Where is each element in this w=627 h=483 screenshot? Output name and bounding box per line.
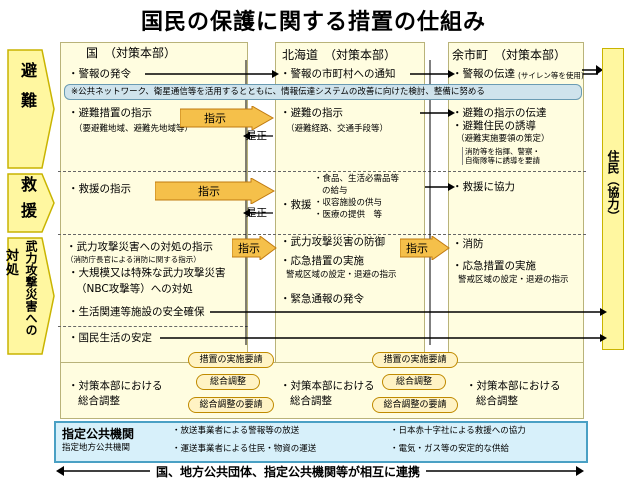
taisho-category-label: 武力攻撃災害への bbox=[24, 240, 38, 336]
kuni-warning-issue: ・警報の発令 bbox=[68, 68, 131, 80]
kuni-evac-instruction: ・避難措置の指示 bbox=[68, 107, 152, 119]
kuni-attack-response-sub: （消防庁長官による消防に関する指示） bbox=[66, 255, 201, 264]
hokkaido-header: 北海道 （対策本部） bbox=[282, 48, 397, 62]
yoichi-evac-plan: （避難実施要領の策定） bbox=[456, 134, 550, 144]
kuni-header: 国 （対策本部） bbox=[86, 46, 177, 60]
yoichi-header: 余市町 （対策本部） bbox=[452, 48, 567, 62]
yoichi-relief-cooperation: ・救援に協力 bbox=[452, 181, 515, 193]
yoichi-evac-relay: ・避難の指示の伝達 bbox=[452, 107, 547, 119]
hokkaido-emergency: ・応急措置の実施 bbox=[280, 255, 364, 267]
kyuen-category-label: 救援 bbox=[18, 176, 37, 228]
public-agencies-title: 指定公共機関 bbox=[62, 427, 135, 441]
yoichi-emergency: ・応急措置の実施 bbox=[452, 260, 536, 272]
implementation-request-1: 措置の実施要請 bbox=[188, 352, 274, 368]
kuni-evac-instruction-sub: （要避難地域、避難先地域等） bbox=[74, 124, 194, 134]
taisho-shiji-arrow-2 bbox=[400, 236, 450, 260]
public-agency-transport: ・運送事業者による住民・物資の運送 bbox=[172, 444, 317, 454]
hokkaido-emergency-notice: ・緊急通報の発令 bbox=[280, 293, 364, 305]
kuni-livelihood: ・国民生活の安定 bbox=[68, 332, 152, 344]
hokkaido-emergency-sub: 警戒区域の設定・退避の指示 bbox=[286, 270, 397, 280]
coordination-request-1: 総合調整の要請 bbox=[188, 397, 274, 413]
residents-label: 住民（協力） bbox=[606, 150, 620, 222]
hokkaido-hq-coord-b: 総合調整 bbox=[290, 395, 332, 407]
hokkaido-relief-food: ・食品、生活必需品等 bbox=[314, 174, 400, 184]
arrow-to-residents bbox=[582, 65, 603, 75]
public-agencies-subtitle: 指定地方公共機関 bbox=[62, 443, 131, 453]
kyuen-category-arrow bbox=[7, 173, 55, 233]
general-coordination-1: 総合調整 bbox=[196, 374, 260, 390]
kuni-facility-safety: ・生活関連等施設の安全確保 bbox=[68, 306, 205, 318]
public-agency-utilities: ・電気・ガス等の安定的な供給 bbox=[390, 444, 510, 454]
general-coordination-2: 総合調整 bbox=[382, 374, 446, 390]
hokkaido-relief-shelter: ・収容施設の供与 bbox=[314, 198, 383, 208]
public-agencies-box bbox=[54, 421, 588, 463]
hinan-shiji-arrow bbox=[180, 106, 274, 130]
kuni-hq-coord-b: 総合調整 bbox=[78, 395, 120, 407]
kuni-large-scale: ・大規模又は特殊な武力攻撃災害 bbox=[68, 267, 226, 279]
taisho-shiji-label-2: 指示 bbox=[406, 242, 428, 255]
separator-hinan-kyuen bbox=[58, 171, 586, 172]
network-note: ※公共ネットワーク、衛星通信等を活用するとともに、情報伝達システムの改善に向けた… bbox=[64, 84, 582, 100]
yoichi-evac-guidance: ・避難住民の誘導 bbox=[452, 120, 536, 132]
hokkaido-relief-medical: ・医療の提供 等 bbox=[314, 210, 383, 220]
coordination-band bbox=[60, 362, 584, 419]
hokkaido-hq-coord-a: ・対策本部における bbox=[280, 380, 375, 392]
hinan-zesei-label: 是正 bbox=[246, 130, 267, 142]
hokkaido-evac-instruction-sub: （避難経路、交通手段等） bbox=[286, 124, 389, 134]
public-agency-redcross: ・日本赤十字社による救援への協力 bbox=[390, 426, 526, 436]
hokkaido-relief: ・救援 bbox=[280, 199, 312, 211]
yoichi-emergency-sub: 警戒区域の設定・退避の指示 bbox=[458, 275, 569, 285]
hinan-shiji-label: 指示 bbox=[204, 112, 226, 125]
yoichi-evac-command: 消防等を指揮、警察・ bbox=[462, 147, 540, 156]
hinan-category-arrow bbox=[7, 49, 55, 169]
separator-taisho-coord bbox=[58, 326, 248, 327]
kuni-hq-coord-a: ・対策本部における bbox=[68, 380, 163, 392]
taisho-shiji-arrow-1 bbox=[232, 236, 277, 260]
yoichi-hq-coord-b: 総合調整 bbox=[476, 395, 518, 407]
yoichi-warning-relay-sub: (サイレン等を使用) bbox=[518, 71, 584, 80]
coordination-request-2: 総合調整の要請 bbox=[372, 397, 458, 413]
kuni-relief-instruction: ・救援の指示 bbox=[68, 183, 131, 195]
hinan-category-label: 避難 bbox=[18, 62, 37, 122]
taisho-category-top: 対処 bbox=[6, 249, 20, 278]
kyuen-shiji-label: 指示 bbox=[198, 185, 220, 198]
yoichi-firefighting: ・消防 bbox=[452, 238, 484, 250]
hokkaido-attack-defense: ・武力攻撃災害の防御 bbox=[280, 236, 385, 248]
public-agency-broadcast: ・放送事業者による警報等の放送 bbox=[172, 426, 300, 436]
yoichi-warning-relay: ・警報の伝達 bbox=[452, 68, 515, 80]
taisho-category-arrow bbox=[7, 237, 55, 355]
residents-box bbox=[602, 48, 624, 350]
implementation-request-2: 措置の実施要請 bbox=[372, 352, 458, 368]
hokkaido-warning-notice: ・警報の市町村への通知 bbox=[280, 68, 396, 80]
yoichi-hq-coord-a: ・対策本部における bbox=[466, 380, 561, 392]
separator-kyuen-taisho bbox=[58, 234, 586, 235]
kyuen-shiji-arrow bbox=[155, 178, 275, 204]
taisho-shiji-label-1: 指示 bbox=[238, 242, 260, 255]
yoichi-evac-request: 自衛隊等に誘導を要請 bbox=[462, 156, 540, 165]
hokkaido-evac-instruction: ・避難の指示 bbox=[280, 107, 343, 119]
diagram-title: 国民の保護に関する措置の仕組み bbox=[140, 10, 486, 35]
kuni-large-scale-b: （NBC攻撃等）への対処 bbox=[76, 283, 193, 295]
footer-text: 国、地方公共団体、指定公共機関等が相互に連携 bbox=[150, 463, 427, 480]
kuni-attack-response: ・武力攻撃災害への対処の指示 bbox=[66, 241, 213, 253]
hokkaido-relief-food-b: の給与 bbox=[322, 186, 348, 196]
kyuen-zesei-label: 是正 bbox=[246, 207, 267, 219]
